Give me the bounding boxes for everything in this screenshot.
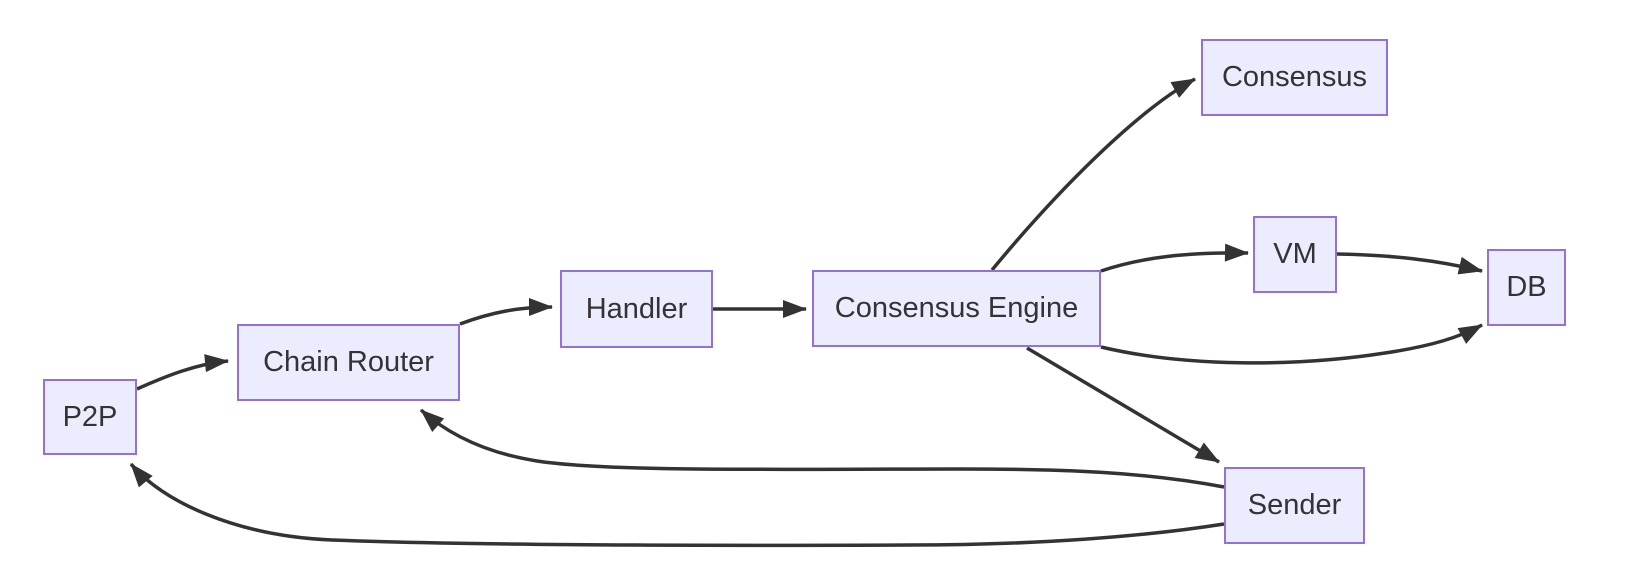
node-chain-router: Chain Router [237,324,460,401]
edge-p2p-to-chain-router [136,354,229,391]
node-p2p-label: P2P [62,400,118,433]
edge-consensus-engine-to-sender [1026,346,1220,464]
edge-consensus-engine-to-consensus [990,77,1196,272]
node-handler: Handler [560,270,713,348]
node-consensus: Consensus [1201,39,1388,116]
node-vm: VM [1253,216,1337,293]
edge-sender-to-p2p [129,462,1225,548]
node-vm-label: VM [1273,238,1317,270]
node-db-label: DB [1506,271,1547,303]
node-consensus-label: Consensus [1221,61,1368,93]
edge-chain-router-to-handler [459,298,553,326]
edge-consensus-engine-to-vm [1100,243,1249,273]
node-sender: Sender [1224,467,1365,544]
edge-sender-to-chain-router [419,408,1225,489]
node-sender-label: Sender [1247,489,1342,521]
node-consensus-engine-label: Consensus Engine [834,292,1079,324]
edge-consensus-engine-to-db [1100,323,1483,365]
node-p2p: P2P [43,379,137,455]
node-db: DB [1487,249,1566,326]
edge-vm-to-db [1336,252,1483,275]
node-consensus-engine: Consensus Engine [812,270,1101,347]
node-chain-router-label: Chain Router [263,346,434,378]
node-handler-label: Handler [585,292,688,325]
